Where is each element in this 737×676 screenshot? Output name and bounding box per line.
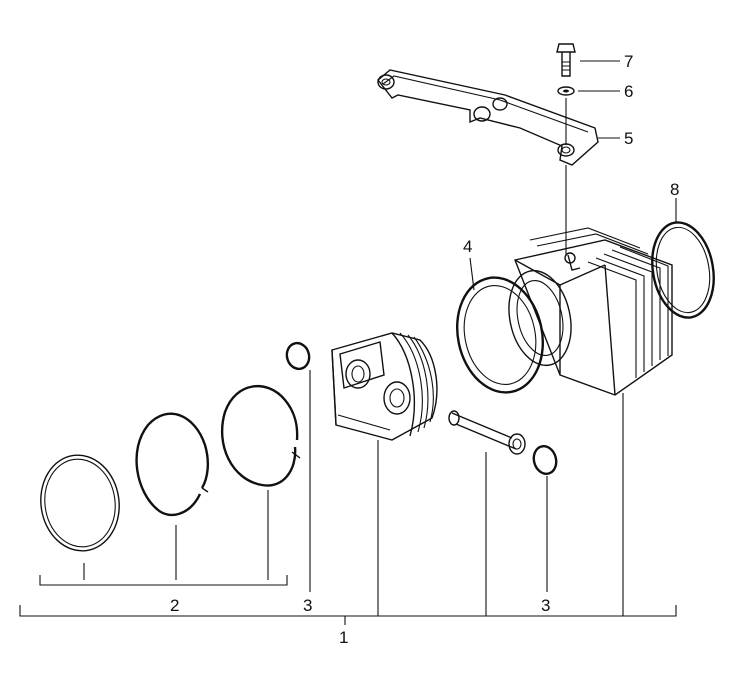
label-7: 7 (624, 52, 633, 71)
circlip-right (532, 444, 558, 476)
circlip-left (285, 341, 311, 371)
piston-ring-1 (40, 454, 120, 552)
bolt (556, 43, 576, 77)
label-8: 8 (670, 180, 679, 199)
piston (331, 332, 438, 441)
label-4: 4 (463, 237, 472, 256)
label-2: 2 (170, 596, 179, 615)
label-6: 6 (624, 82, 633, 101)
bracket (377, 69, 599, 166)
washer (557, 86, 575, 96)
cylinder (508, 227, 673, 396)
head-gasket (651, 221, 715, 319)
piston-ring-2 (135, 412, 210, 517)
label-3-right: 3 (541, 596, 550, 615)
piston-ring-3 (220, 385, 301, 487)
label-1: 1 (339, 628, 348, 647)
piston-pin (448, 410, 526, 455)
leader-lines (19, 60, 677, 625)
label-3-left: 3 (303, 596, 312, 615)
label-5: 5 (624, 129, 633, 148)
cylinder-gasket (455, 276, 545, 394)
